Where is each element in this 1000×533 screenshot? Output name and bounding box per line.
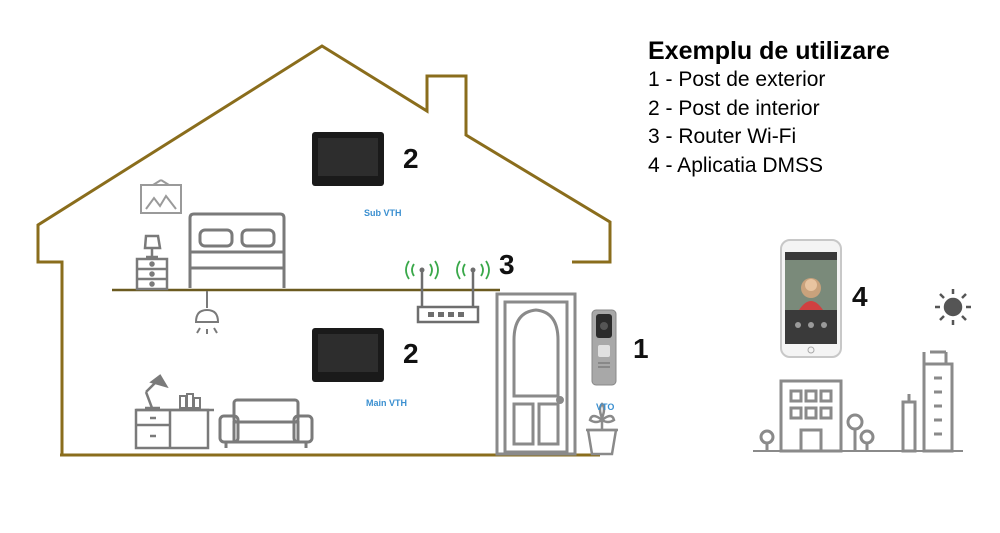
sub-vth-label: Sub VTH xyxy=(364,208,402,218)
picture-frame-icon xyxy=(140,179,182,214)
marker-door-station: 1 xyxy=(633,333,649,364)
vto-label: VTO xyxy=(596,402,615,412)
marker-phone: 4 xyxy=(852,281,868,312)
marker-sub-monitor: 2 xyxy=(403,143,419,174)
legend-item-outdoor-station: 1 - Post de exterior xyxy=(648,68,826,91)
ceiling-light-icon xyxy=(194,291,220,334)
door-station-icon xyxy=(591,309,617,386)
smartphone-icon xyxy=(780,239,842,358)
legend-item-app: 4 - Aplicatia DMSS xyxy=(648,153,824,177)
sun-icon xyxy=(935,289,971,325)
legend: Exemplu de utilizare 1 - Post de exterio… xyxy=(648,36,890,180)
marker-router: 3 xyxy=(499,249,515,280)
legend-item-indoor-station: 2 - Post de interior xyxy=(648,96,820,120)
sofa-icon xyxy=(218,398,314,448)
main-vth-label: Main VTH xyxy=(366,398,408,408)
bed-icon xyxy=(188,212,286,288)
potted-plant-icon xyxy=(586,402,618,456)
antenna-tips xyxy=(419,267,476,273)
legend-item-router: 3 - Router Wi-Fi xyxy=(648,125,797,148)
books-icon xyxy=(179,393,201,409)
router-icon xyxy=(416,272,480,324)
desk-lamp-icon xyxy=(144,374,169,410)
house-outline xyxy=(36,44,612,457)
front-door-icon xyxy=(495,292,577,456)
desk-icon xyxy=(134,408,214,450)
table-lamp-icon xyxy=(143,234,162,259)
legend-title: Exemplu de utilizare xyxy=(648,37,890,65)
wifi-signal-icon xyxy=(405,260,490,280)
sub-monitor-icon xyxy=(312,132,384,186)
marker-main-monitor: 2 xyxy=(403,338,419,369)
main-monitor-icon xyxy=(312,328,384,382)
city-buildings-icon xyxy=(753,350,963,453)
nightstand-icon xyxy=(135,257,169,291)
